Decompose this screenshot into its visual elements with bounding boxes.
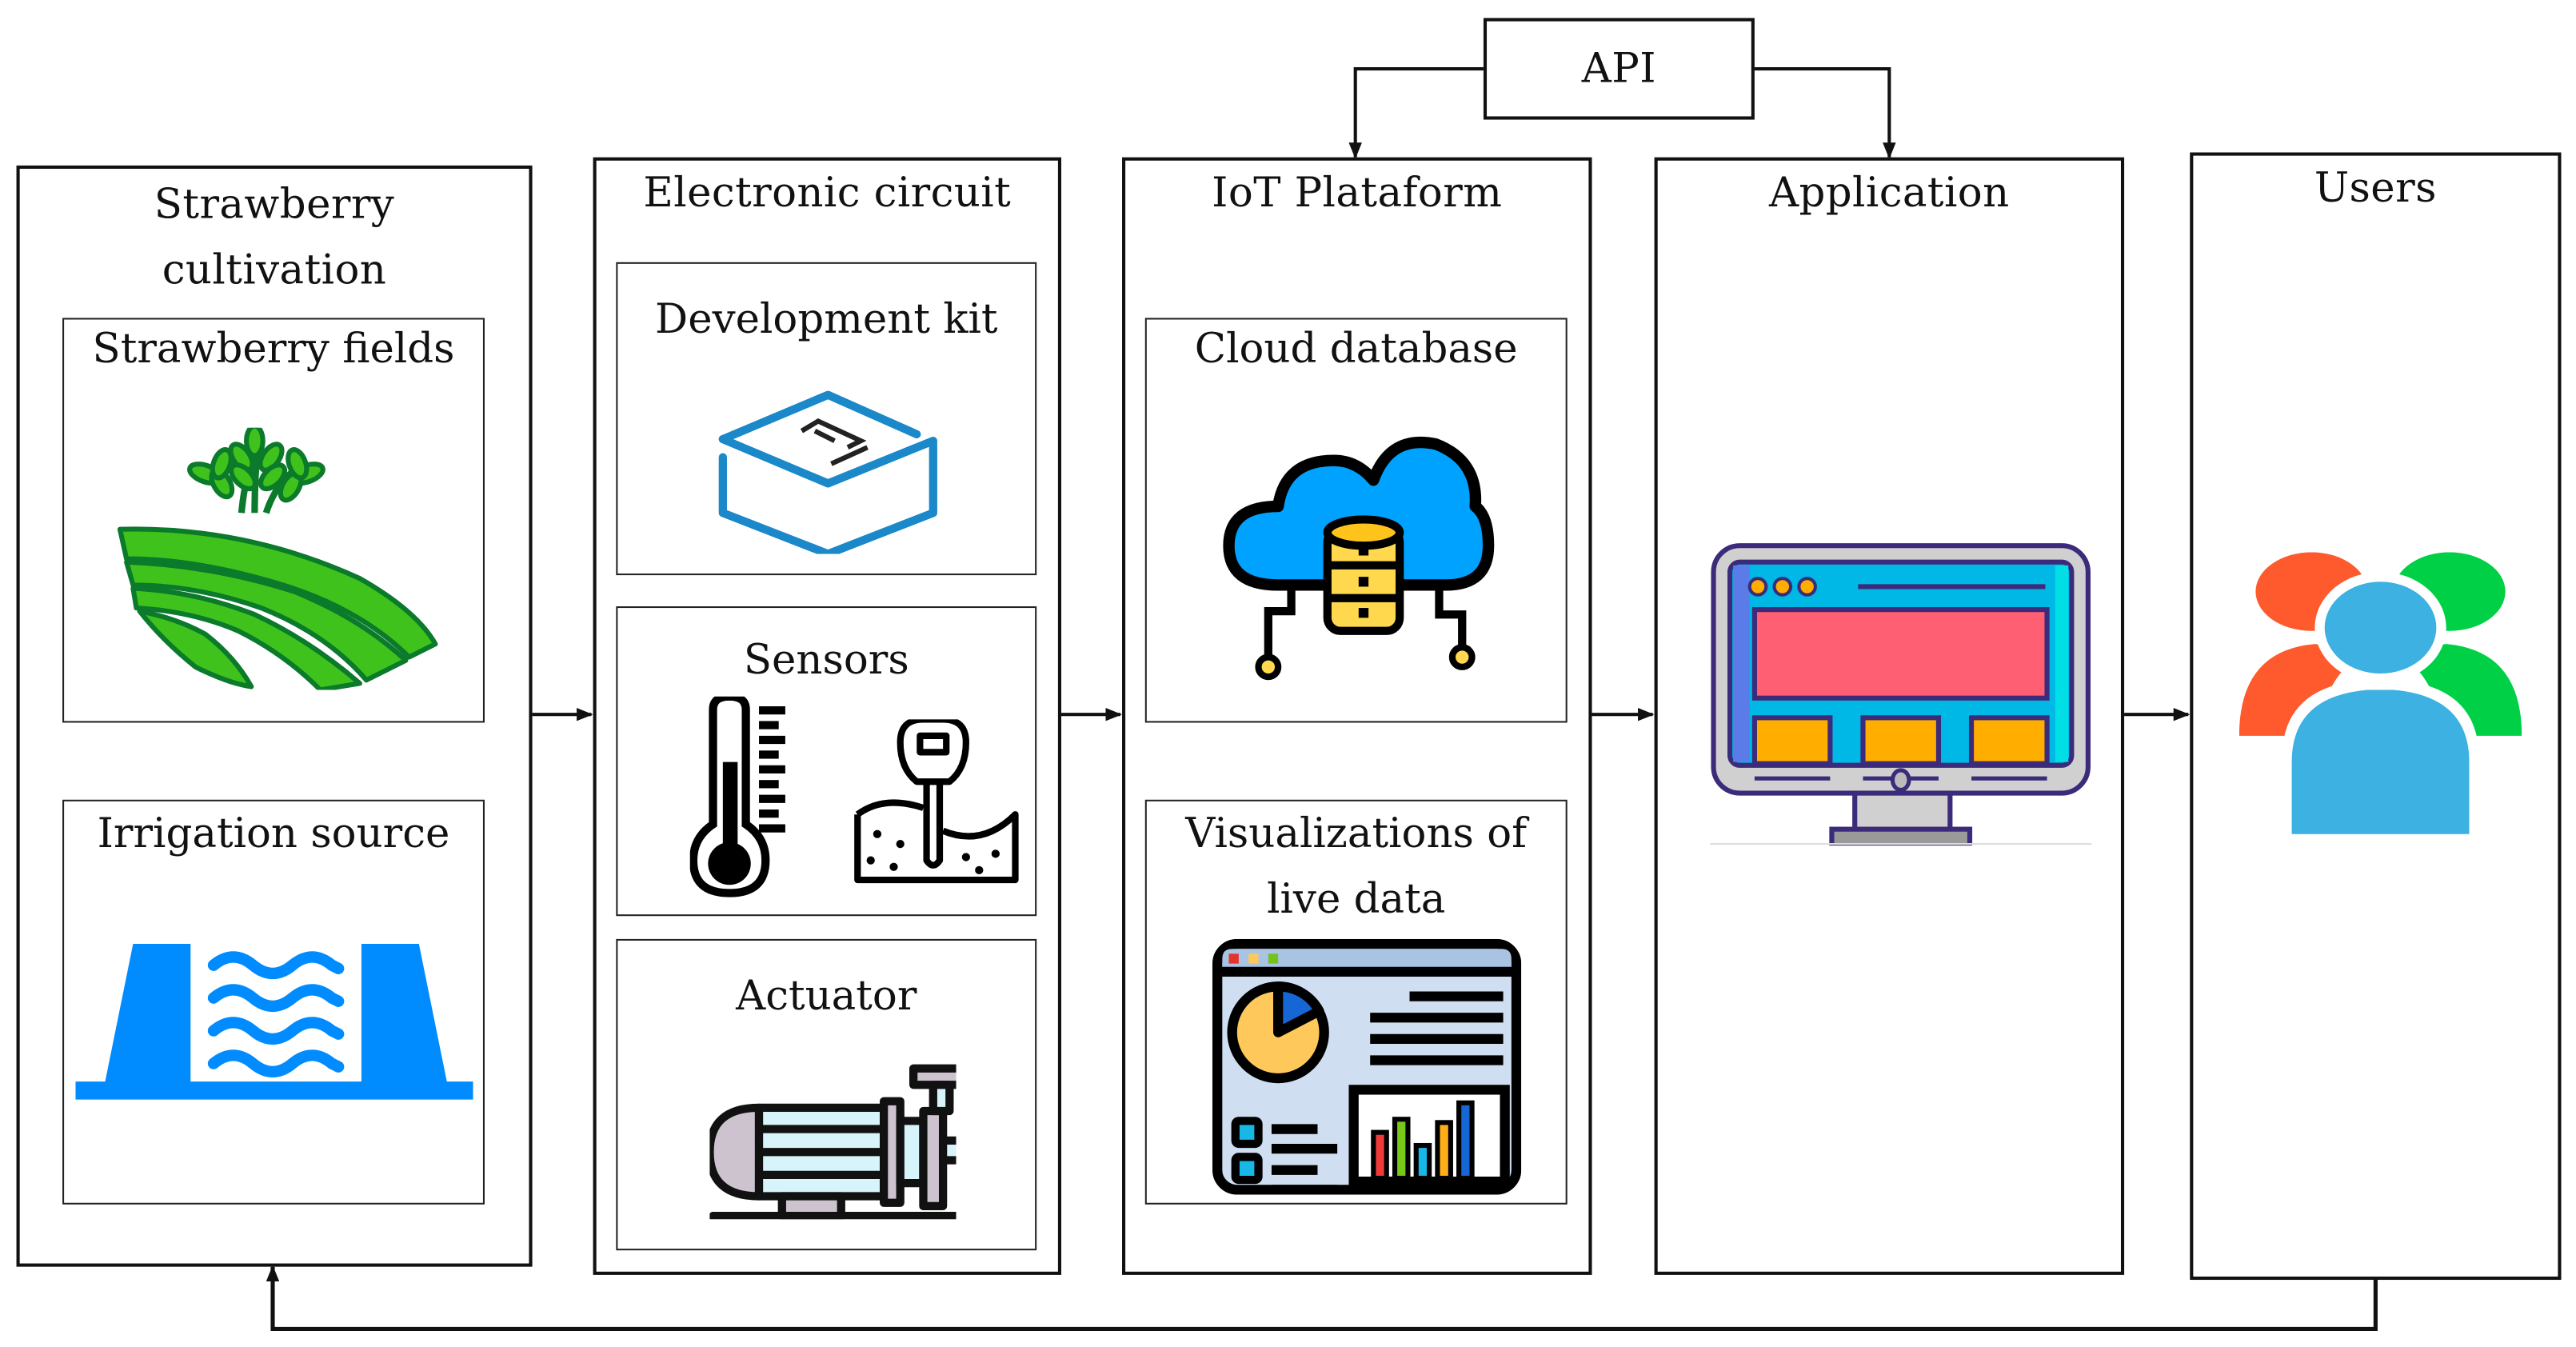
cloud-database-label: Cloud database [1194, 324, 1518, 373]
soil-moisture-probe-icon [851, 719, 1022, 884]
application-box: Application [1654, 157, 2125, 1275]
arrow-api-to-application [1752, 66, 1896, 159]
monitor-app-icon [1710, 541, 2091, 846]
api-box: API [1483, 18, 1755, 120]
live-data-visualization-box: Visualizations of live data [1144, 799, 1568, 1205]
application-title: Application [1768, 169, 2010, 217]
crop-field-icon [114, 427, 442, 690]
arrow-users-feedback-to-cultivation [266, 1265, 2378, 1332]
sensors-box: Sensors [616, 606, 1037, 917]
irrigation-source-label: Irrigation source [97, 809, 450, 857]
strawberry-fields-box: Strawberry fields [62, 318, 485, 723]
actuator-box: Actuator [616, 938, 1037, 1251]
cloud-database-icon [1219, 431, 1495, 693]
api-label: API [1581, 44, 1656, 92]
irrigation-source-box: Irrigation source [62, 799, 485, 1205]
users-box: Users [2190, 152, 2562, 1281]
visualization-label-line2: live data [1267, 875, 1446, 923]
strawberry-cultivation-title-line2: cultivation [162, 246, 387, 294]
strawberry-fields-label: Strawberry fields [92, 324, 455, 373]
arrow-api-to-iot [1348, 66, 1484, 159]
sensors-label: Sensors [743, 635, 909, 684]
thermometer-icon [689, 696, 795, 903]
actuator-label: Actuator [736, 971, 917, 1020]
water-pump-icon [709, 1062, 957, 1220]
dashboard-icon [1212, 938, 1522, 1195]
development-kit-box: Development kit [616, 262, 1037, 576]
users-title: Users [2314, 163, 2437, 212]
cloud-database-box: Cloud database [1144, 318, 1568, 723]
electronic-circuit-title: Electronic circuit [643, 169, 1012, 217]
water-reservoir-icon [75, 936, 473, 1108]
iot-platform-title: IoT Plataform [1212, 169, 1503, 217]
dev-board-icon [717, 382, 938, 554]
users-group-icon [2239, 552, 2522, 837]
visualization-label-line1: Visualizations of [1185, 809, 1528, 857]
development-kit-label: Development kit [655, 294, 998, 343]
strawberry-cultivation-title-line1: Strawberry [154, 180, 395, 228]
